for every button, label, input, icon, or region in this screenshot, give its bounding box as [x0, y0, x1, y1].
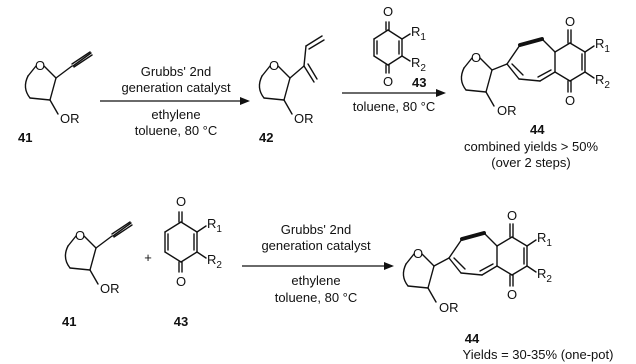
arrow3-condition-below-1: ethylene — [291, 273, 340, 288]
r1-label: R1 — [411, 24, 426, 43]
reaction-arrow-1: Grubbs' 2nd generation catalyst ethylene… — [100, 64, 250, 138]
r1-label: R1 — [537, 230, 552, 249]
r1-label: R1 — [207, 216, 222, 235]
arrow2-condition-below: toluene, 80 °C — [353, 99, 436, 114]
compound-number-41: 41 — [18, 130, 32, 145]
or-group-label: OR — [497, 103, 517, 118]
compound-41-row2: O OR 41 — [62, 221, 133, 329]
carbonyl-oxygen-label: O — [176, 274, 186, 289]
arrow3-condition-below-2: toluene, 80 °C — [275, 290, 358, 305]
compound-number-43: 43 — [174, 314, 188, 329]
ring-oxygen-label: O — [471, 50, 481, 65]
arrow1-condition-below-1: ethylene — [151, 107, 200, 122]
r2-label: R2 — [411, 55, 426, 74]
plus-sign: + — [144, 250, 152, 265]
reaction-arrow-3: Grubbs' 2nd generation catalyst ethylene… — [242, 222, 394, 305]
or-group-label: OR — [100, 281, 120, 296]
arrow3-condition-above-1: Grubbs' 2nd — [281, 222, 351, 237]
or-group-label: OR — [60, 111, 80, 126]
arrow3-condition-above-2: generation catalyst — [261, 238, 371, 253]
carbonyl-oxygen-label: O — [565, 14, 575, 29]
or-group-label: OR — [294, 111, 314, 126]
compound-number-43: 43 — [412, 75, 426, 90]
compound-43-row2: O O R1 R2 43 — [164, 194, 222, 329]
ring-oxygen-label: O — [413, 246, 423, 261]
compound-43-row1: O O R1 R2 43 — [373, 4, 426, 90]
arrow1-condition-below-2: toluene, 80 °C — [135, 123, 218, 138]
carbonyl-oxygen-label: O — [176, 194, 186, 209]
combined-yield-steps-note: (over 2 steps) — [491, 155, 570, 170]
compound-number-42: 42 — [259, 130, 273, 145]
carbonyl-oxygen-label: O — [565, 93, 575, 108]
compound-42: O OR 42 — [258, 35, 325, 145]
ring-oxygen-label: O — [269, 58, 279, 73]
compound-number-41: 41 — [62, 314, 76, 329]
r2-label: R2 — [537, 266, 552, 285]
combined-yield-note: combined yields > 50% — [464, 139, 598, 154]
or-group-label: OR — [439, 300, 459, 315]
carbonyl-oxygen-label: O — [383, 74, 393, 89]
compound-41-row1: O OR 41 — [18, 51, 93, 145]
carbonyl-oxygen-label: O — [507, 287, 517, 302]
arrow1-condition-above-2: generation catalyst — [121, 80, 231, 95]
r1-label: R1 — [595, 36, 610, 55]
compound-44-row2: O OR O O R1 R2 44 — [402, 208, 552, 346]
arrow1-condition-above-1: Grubbs' 2nd — [141, 64, 211, 79]
compound-number-44: 44 — [530, 122, 545, 137]
compound-44-row1: O OR O O R1 R2 44 — [460, 14, 610, 137]
reaction-arrow-2: toluene, 80 °C — [342, 89, 446, 114]
compound-number-44: 44 — [465, 331, 480, 346]
carbonyl-oxygen-label: O — [507, 208, 517, 223]
r2-label: R2 — [207, 252, 222, 271]
ring-oxygen-label: O — [75, 228, 85, 243]
one-pot-yield-note: Yields = 30-35% (one-pot) — [463, 347, 614, 362]
r2-label: R2 — [595, 72, 610, 91]
carbonyl-oxygen-label: O — [383, 4, 393, 19]
ring-oxygen-label: O — [35, 58, 45, 73]
